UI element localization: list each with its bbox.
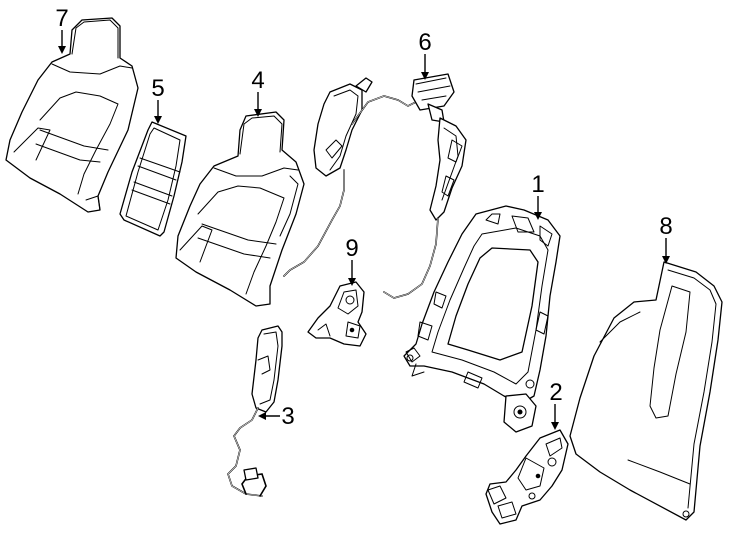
callout-2: 2: [549, 379, 562, 406]
part-5-insert-pad[interactable]: [119, 121, 187, 237]
callout-6: 6: [418, 29, 431, 56]
part-1-seat-back-frame[interactable]: [403, 205, 561, 433]
callout-1: 1: [531, 171, 544, 198]
callout-9: 9: [345, 235, 358, 262]
part-4-seat-back-cushion[interactable]: [175, 111, 305, 307]
part-2-recliner-mechanism[interactable]: [485, 429, 569, 525]
part-6-harness-side-airbag[interactable]: [283, 73, 467, 299]
part-8-back-panel[interactable]: [569, 261, 723, 521]
callout-3: 3: [281, 403, 294, 430]
part-9-bracket[interactable]: [307, 281, 367, 347]
callout-7: 7: [55, 5, 68, 32]
part-3-side-airbag-module[interactable]: [227, 325, 283, 497]
callout-leaders: [58, 30, 670, 430]
callout-4: 4: [251, 67, 264, 94]
callout-5: 5: [151, 75, 164, 102]
callout-8: 8: [659, 213, 672, 240]
callout-numbers: 7 5 4 6 1 8 9 2 3: [55, 5, 672, 430]
part-7-seat-back-cover[interactable]: [5, 17, 139, 213]
